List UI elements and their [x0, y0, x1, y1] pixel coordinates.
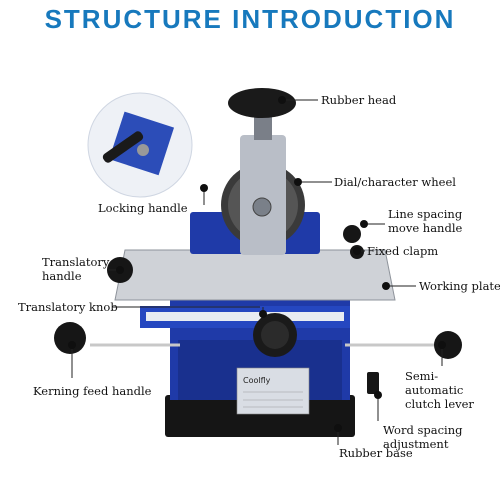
dot-fixed-clamp [353, 247, 361, 255]
label-translatory-knob: Translatory knob [18, 300, 118, 314]
rubber-head-shape [228, 88, 296, 118]
label-word-spacing: Word spacing adjustment [383, 423, 463, 451]
label-fixed-clamp: Fixed clapm [367, 244, 439, 258]
dot-dial-wheel [294, 178, 302, 186]
brand-plate [236, 367, 310, 415]
dot-rubber-head [278, 96, 286, 104]
label-rubber-base: Rubber base [339, 446, 413, 460]
dot-locking-handle [200, 184, 208, 192]
dot-kerning-feed [68, 341, 76, 349]
label-dial-wheel: Dial/character wheel [334, 175, 456, 189]
leader-lines [71, 99, 443, 445]
semi-auto-handle-shape [434, 331, 462, 359]
kerning-feed-handle-shape [54, 322, 86, 354]
locking-handle-inset [87, 92, 193, 198]
dot-translatory-handle [116, 266, 124, 274]
brand-plate-text: Coolfly [243, 376, 271, 385]
dot-rubber-base [334, 424, 342, 432]
label-translatory-handle: Translatory handle [42, 255, 110, 283]
dot-translatory-knob [259, 310, 267, 318]
label-semi-auto: Semi-automatic clutch lever [405, 369, 474, 411]
label-kerning-feed: Kerning feed handle [33, 384, 152, 398]
dot-word-spacing [374, 391, 382, 399]
callout-dots [68, 96, 446, 432]
label-locking-handle: Locking handle [98, 201, 188, 215]
dot-line-spacing [360, 220, 368, 228]
page-title: STRUCTURE INTRODUCTION [44, 4, 456, 34]
label-rubber-head: Rubber head [321, 93, 397, 107]
dot-semi-auto [438, 341, 446, 349]
label-line-spacing: Line spacing move handle [388, 207, 463, 235]
dot-working-plate [382, 282, 390, 290]
label-working-plate: Working plate [419, 279, 500, 293]
